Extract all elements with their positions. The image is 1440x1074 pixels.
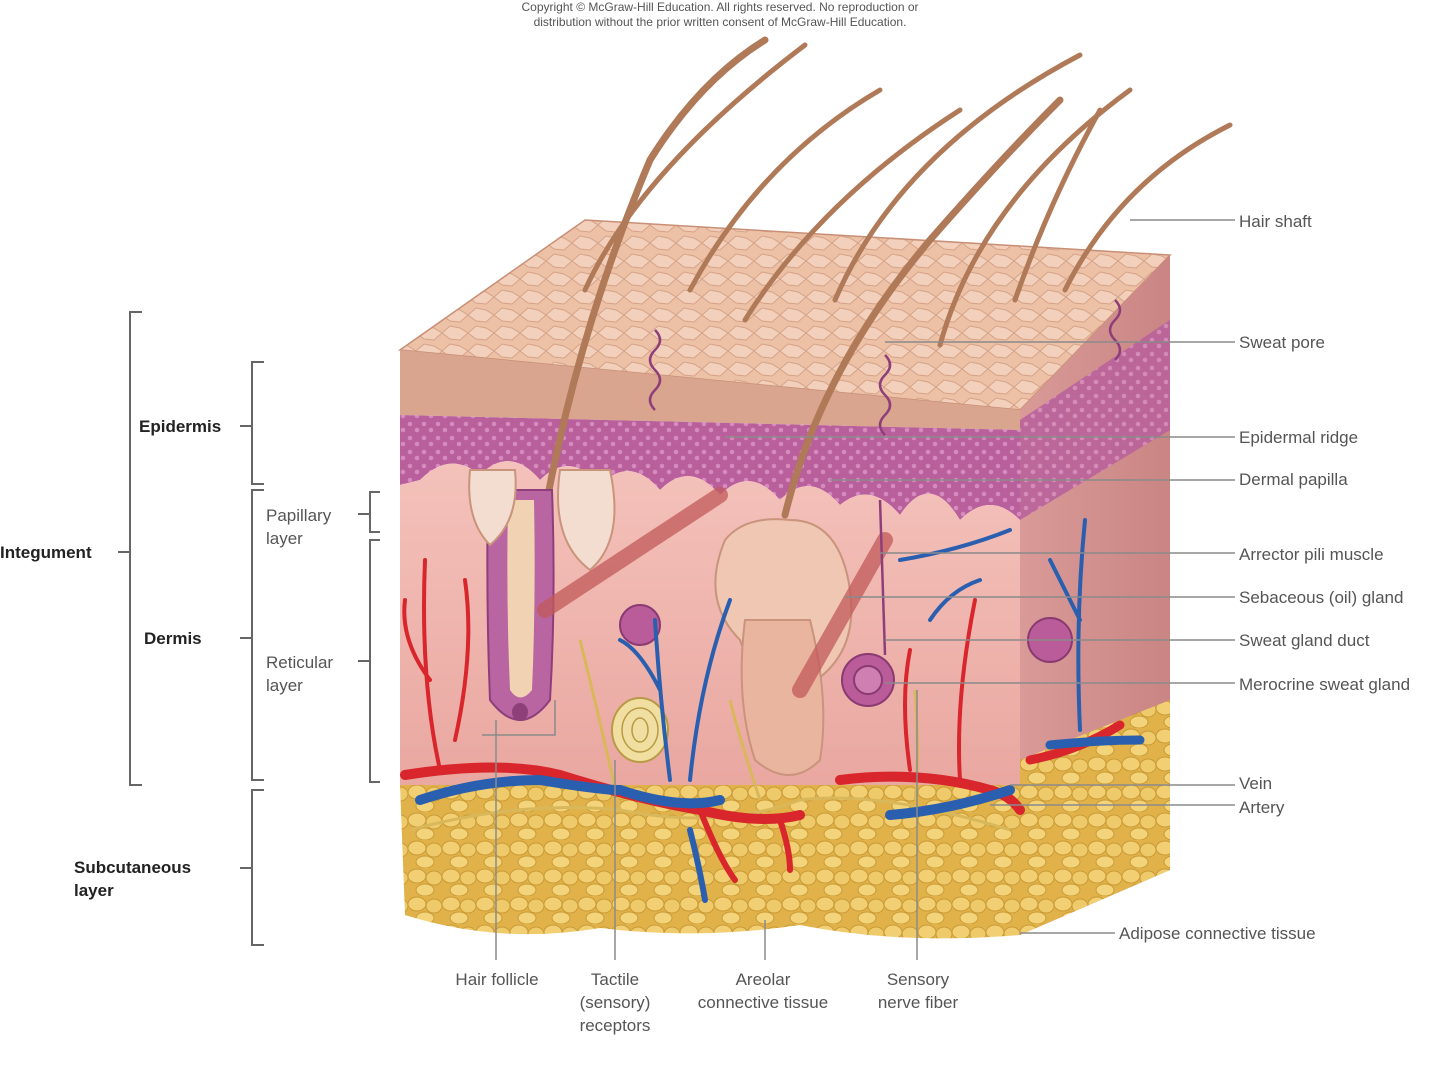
hair-strand [582, 42, 808, 293]
papillary-label-line-1: Papillary [266, 506, 332, 525]
subcutaneous-label: Subcutaneous layer [74, 856, 191, 902]
hairs [516, 36, 1233, 714]
subcutaneous-region [400, 785, 1020, 939]
reticular-label-line-1: Reticular [266, 653, 334, 672]
tactile-label-line-3: receptors [579, 1016, 651, 1035]
sweat-ducts [648, 299, 1122, 656]
dermis-bracket [240, 489, 264, 781]
reticular-bracket [358, 539, 380, 783]
tactile-label-line-1: Tactile [590, 970, 640, 989]
hair-follicle-label: Hair follicle [455, 970, 539, 989]
arrector-pili-muscles [537, 487, 893, 698]
hair-shaft-label: Hair shaft [1239, 212, 1312, 231]
areolar-label-line-1: Areolar [735, 970, 791, 989]
subcutaneous-label-line-1: Subcutaneous [74, 858, 192, 877]
hair-strand [832, 52, 1083, 303]
sweat-gland-duct-label: Sweat gland duct [1239, 631, 1370, 650]
sensory-label-line-2: nerve fiber [877, 993, 959, 1012]
sebaceous-gland-label: Sebaceous (oil) gland [1239, 588, 1404, 607]
sweat-glands [619, 604, 1073, 707]
merocrine-gland-label: Merocrine sweat gland [1239, 675, 1411, 694]
dermal-papilla-label: Dermal papilla [1239, 470, 1348, 489]
copyright-notice: Copyright © McGraw-Hill Education. All r… [420, 0, 1020, 30]
sensory-label-line-1: Sensory [886, 970, 950, 989]
sensory-nerve-label: Sensory nerve fiber [860, 968, 976, 1014]
reticular-label-line-2: layer [266, 676, 303, 695]
hair-strand [1062, 122, 1233, 293]
veins [415, 518, 1145, 903]
hair-follicle-shaft [781, 96, 1064, 519]
papillary-label-line-2: layer [266, 529, 303, 548]
epidermis-band [400, 350, 1020, 430]
hair-strand [687, 87, 883, 293]
skin-block [397, 219, 1172, 939]
papillary-layer-region [400, 415, 1020, 520]
arrector-pili-label: Arrector pili muscle [1239, 545, 1384, 564]
tactile-label-line-2: (sensory) [579, 993, 651, 1012]
left-brackets [118, 311, 380, 946]
sweat-pore-label: Sweat pore [1239, 333, 1325, 352]
artery-label: Artery [1239, 798, 1285, 817]
reticular-layer-label: Reticular layer [266, 651, 333, 697]
tactile-receptors-label: Tactile (sensory) receptors [560, 968, 670, 1037]
papillary-bracket [358, 491, 380, 533]
hair-strand [742, 107, 963, 323]
epidermis-bracket [240, 361, 264, 485]
leader-lines [482, 219, 1235, 960]
epidermal-ridge-label: Epidermal ridge [1239, 428, 1359, 447]
integument-label: Integument [0, 543, 92, 562]
hair-follicle-leader [482, 700, 556, 960]
integument-bracket [118, 311, 142, 786]
vein-label: Vein [1239, 774, 1273, 793]
areolar-tissue-label: Areolar connective tissue [680, 968, 846, 1014]
epidermis-label: Epidermis [139, 417, 222, 436]
copyright-line-2: distribution without the prior written c… [533, 15, 907, 29]
tactile-corpuscle [611, 697, 669, 763]
subcutaneous-bracket [240, 789, 264, 946]
copyright-line-1: Copyright © McGraw-Hill Education. All r… [521, 0, 919, 14]
subcutaneous-label-line-2: layer [74, 881, 114, 900]
dermis-label: Dermis [144, 629, 202, 648]
hair-strand [1012, 107, 1103, 303]
areolar-label-line-2: connective tissue [697, 993, 829, 1012]
papillary-layer-label: Papillary layer [266, 504, 331, 550]
hair-follicle-structure [486, 489, 555, 721]
adipose-label: Adipose connective tissue [1119, 924, 1316, 943]
